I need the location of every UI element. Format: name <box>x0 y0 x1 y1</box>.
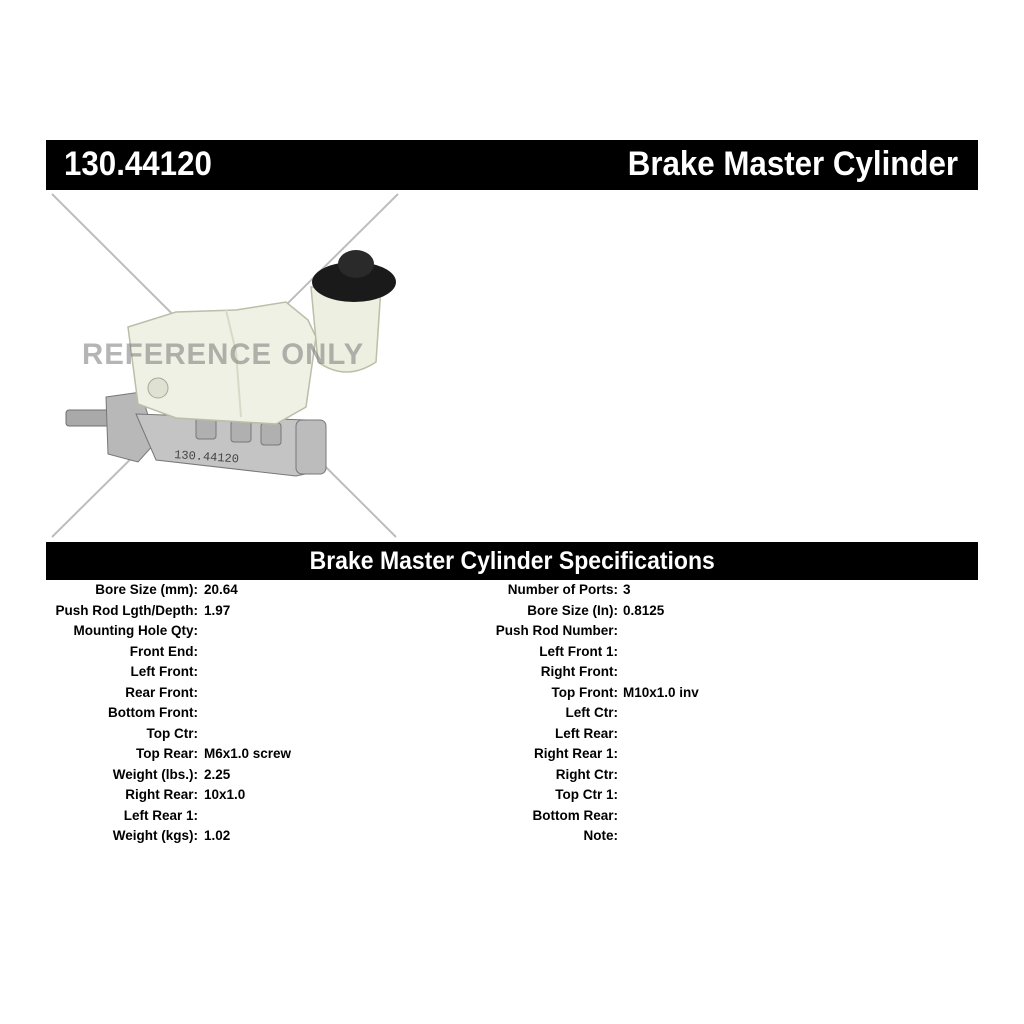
title-bar: 130.44120 Brake Master Cylinder <box>46 140 978 190</box>
port-3 <box>260 422 282 446</box>
spec-row: Note: <box>0 828 1024 849</box>
spec-value: M10x1.0 inv <box>623 684 699 700</box>
spec-value: 2.25 <box>204 766 231 782</box>
spec-label: Right Rear 1: <box>533 746 618 761</box>
spec-row: Top Ctr: <box>0 726 500 747</box>
spec-value: 0.8125 <box>623 602 665 618</box>
spec-row: Left Front: <box>0 664 500 685</box>
spec-label: Push Rod Lgth/Depth: <box>55 602 198 618</box>
spec-row: Right Rear 1: <box>0 746 1024 767</box>
spec-label: Rear Front: <box>125 684 198 700</box>
spec-label: Left Ctr: <box>565 705 619 720</box>
spec-value: M6x1.0 screw <box>204 746 292 761</box>
spec-label: Note: <box>583 828 619 843</box>
spec-row: Right Front: <box>0 664 1024 685</box>
spec-row: Number of Ports: 3 <box>0 582 1024 603</box>
spec-label: Bore Size (In): <box>527 602 618 618</box>
spec-row: Weight (kgs): 1.02 <box>0 828 500 849</box>
reservoir-cap-top <box>338 250 374 278</box>
spec-row: Push Rod Lgth/Depth: 1.97 <box>0 603 500 624</box>
cylinder-end <box>295 419 327 475</box>
spec-label: Weight (lbs.): <box>112 766 198 782</box>
spec-row: Left Ctr: <box>0 705 1024 726</box>
spec-row: Weight (lbs.): 2.25 <box>0 767 500 788</box>
spec-label: Left Front 1: <box>539 643 618 659</box>
spec-label: Top Ctr 1: <box>555 787 618 802</box>
spec-label: Top Front: <box>551 684 618 700</box>
specifications-title: Brake Master Cylinder Specifications <box>309 547 715 575</box>
part-title: Brake Master Cylinder <box>627 145 958 183</box>
mounting-flange <box>105 391 157 463</box>
spec-row: Left Rear: <box>0 726 1024 747</box>
spec-label: Left Front: <box>130 664 198 679</box>
spec-value: 10x1.0 <box>204 787 246 802</box>
spec-row: Top Rear: M6x1.0 screw <box>0 746 500 767</box>
spec-label: Left Rear 1: <box>123 807 198 823</box>
specifications-bar: Brake Master Cylinder Specifications <box>46 542 978 580</box>
spec-label: Bottom Front: <box>108 705 198 720</box>
part-number: 130.44120 <box>64 145 212 183</box>
spec-row: Rear Front: <box>0 685 500 706</box>
spec-value: 20.64 <box>204 582 238 597</box>
spec-label: Right Front: <box>540 664 618 679</box>
spec-row: Bottom Rear: <box>0 808 1024 829</box>
spec-row: Top Front: M10x1.0 inv <box>0 685 1024 706</box>
spec-label: Top Ctr: <box>146 725 198 741</box>
cast-marking: 130.44120 <box>174 448 240 466</box>
spec-label: Right Rear: <box>125 787 198 802</box>
spec-row: Push Rod Number: <box>0 623 1024 644</box>
spec-label: Top Rear: <box>135 746 198 761</box>
spec-label: Weight (kgs): <box>112 828 198 843</box>
spec-row: Right Ctr: <box>0 767 1024 788</box>
reservoir-cap <box>312 262 396 302</box>
spec-row: Right Rear: 10x1.0 <box>0 787 500 808</box>
spec-label: Push Rod Number: <box>495 623 618 638</box>
spec-label: Mounting Hole Qty: <box>73 623 198 638</box>
spec-row: Bottom Front: <box>0 705 500 726</box>
master-cylinder-illustration: 130.44120 <box>51 193 399 538</box>
spec-value: 3 <box>623 582 631 597</box>
spec-row: Mounting Hole Qty: <box>0 623 500 644</box>
spec-value: 1.02 <box>204 828 231 843</box>
reference-only-watermark: REFERENCE ONLY <box>82 338 365 371</box>
spec-label: Bore Size (mm): <box>95 582 198 597</box>
spec-row: Left Front 1: <box>0 644 1024 665</box>
spec-row: Left Rear 1: <box>0 808 500 829</box>
spec-value: 1.97 <box>204 602 231 618</box>
spec-label: Number of Ports: <box>507 582 618 597</box>
spec-row: Top Ctr 1: <box>0 787 1024 808</box>
spec-label: Bottom Rear: <box>532 807 618 823</box>
spec-row: Bore Size (In): 0.8125 <box>0 603 1024 624</box>
port-2 <box>230 419 252 443</box>
spec-row: Bore Size (mm): 20.64 <box>0 582 500 603</box>
spec-row: Front End: <box>0 644 500 665</box>
product-image: 130.44120 <box>46 192 406 540</box>
spec-label: Right Ctr: <box>555 766 618 782</box>
reservoir-neck <box>310 286 382 373</box>
spec-label: Left Rear: <box>554 725 618 741</box>
spec-label: Front End: <box>129 643 198 659</box>
reservoir-fitting <box>147 377 169 399</box>
